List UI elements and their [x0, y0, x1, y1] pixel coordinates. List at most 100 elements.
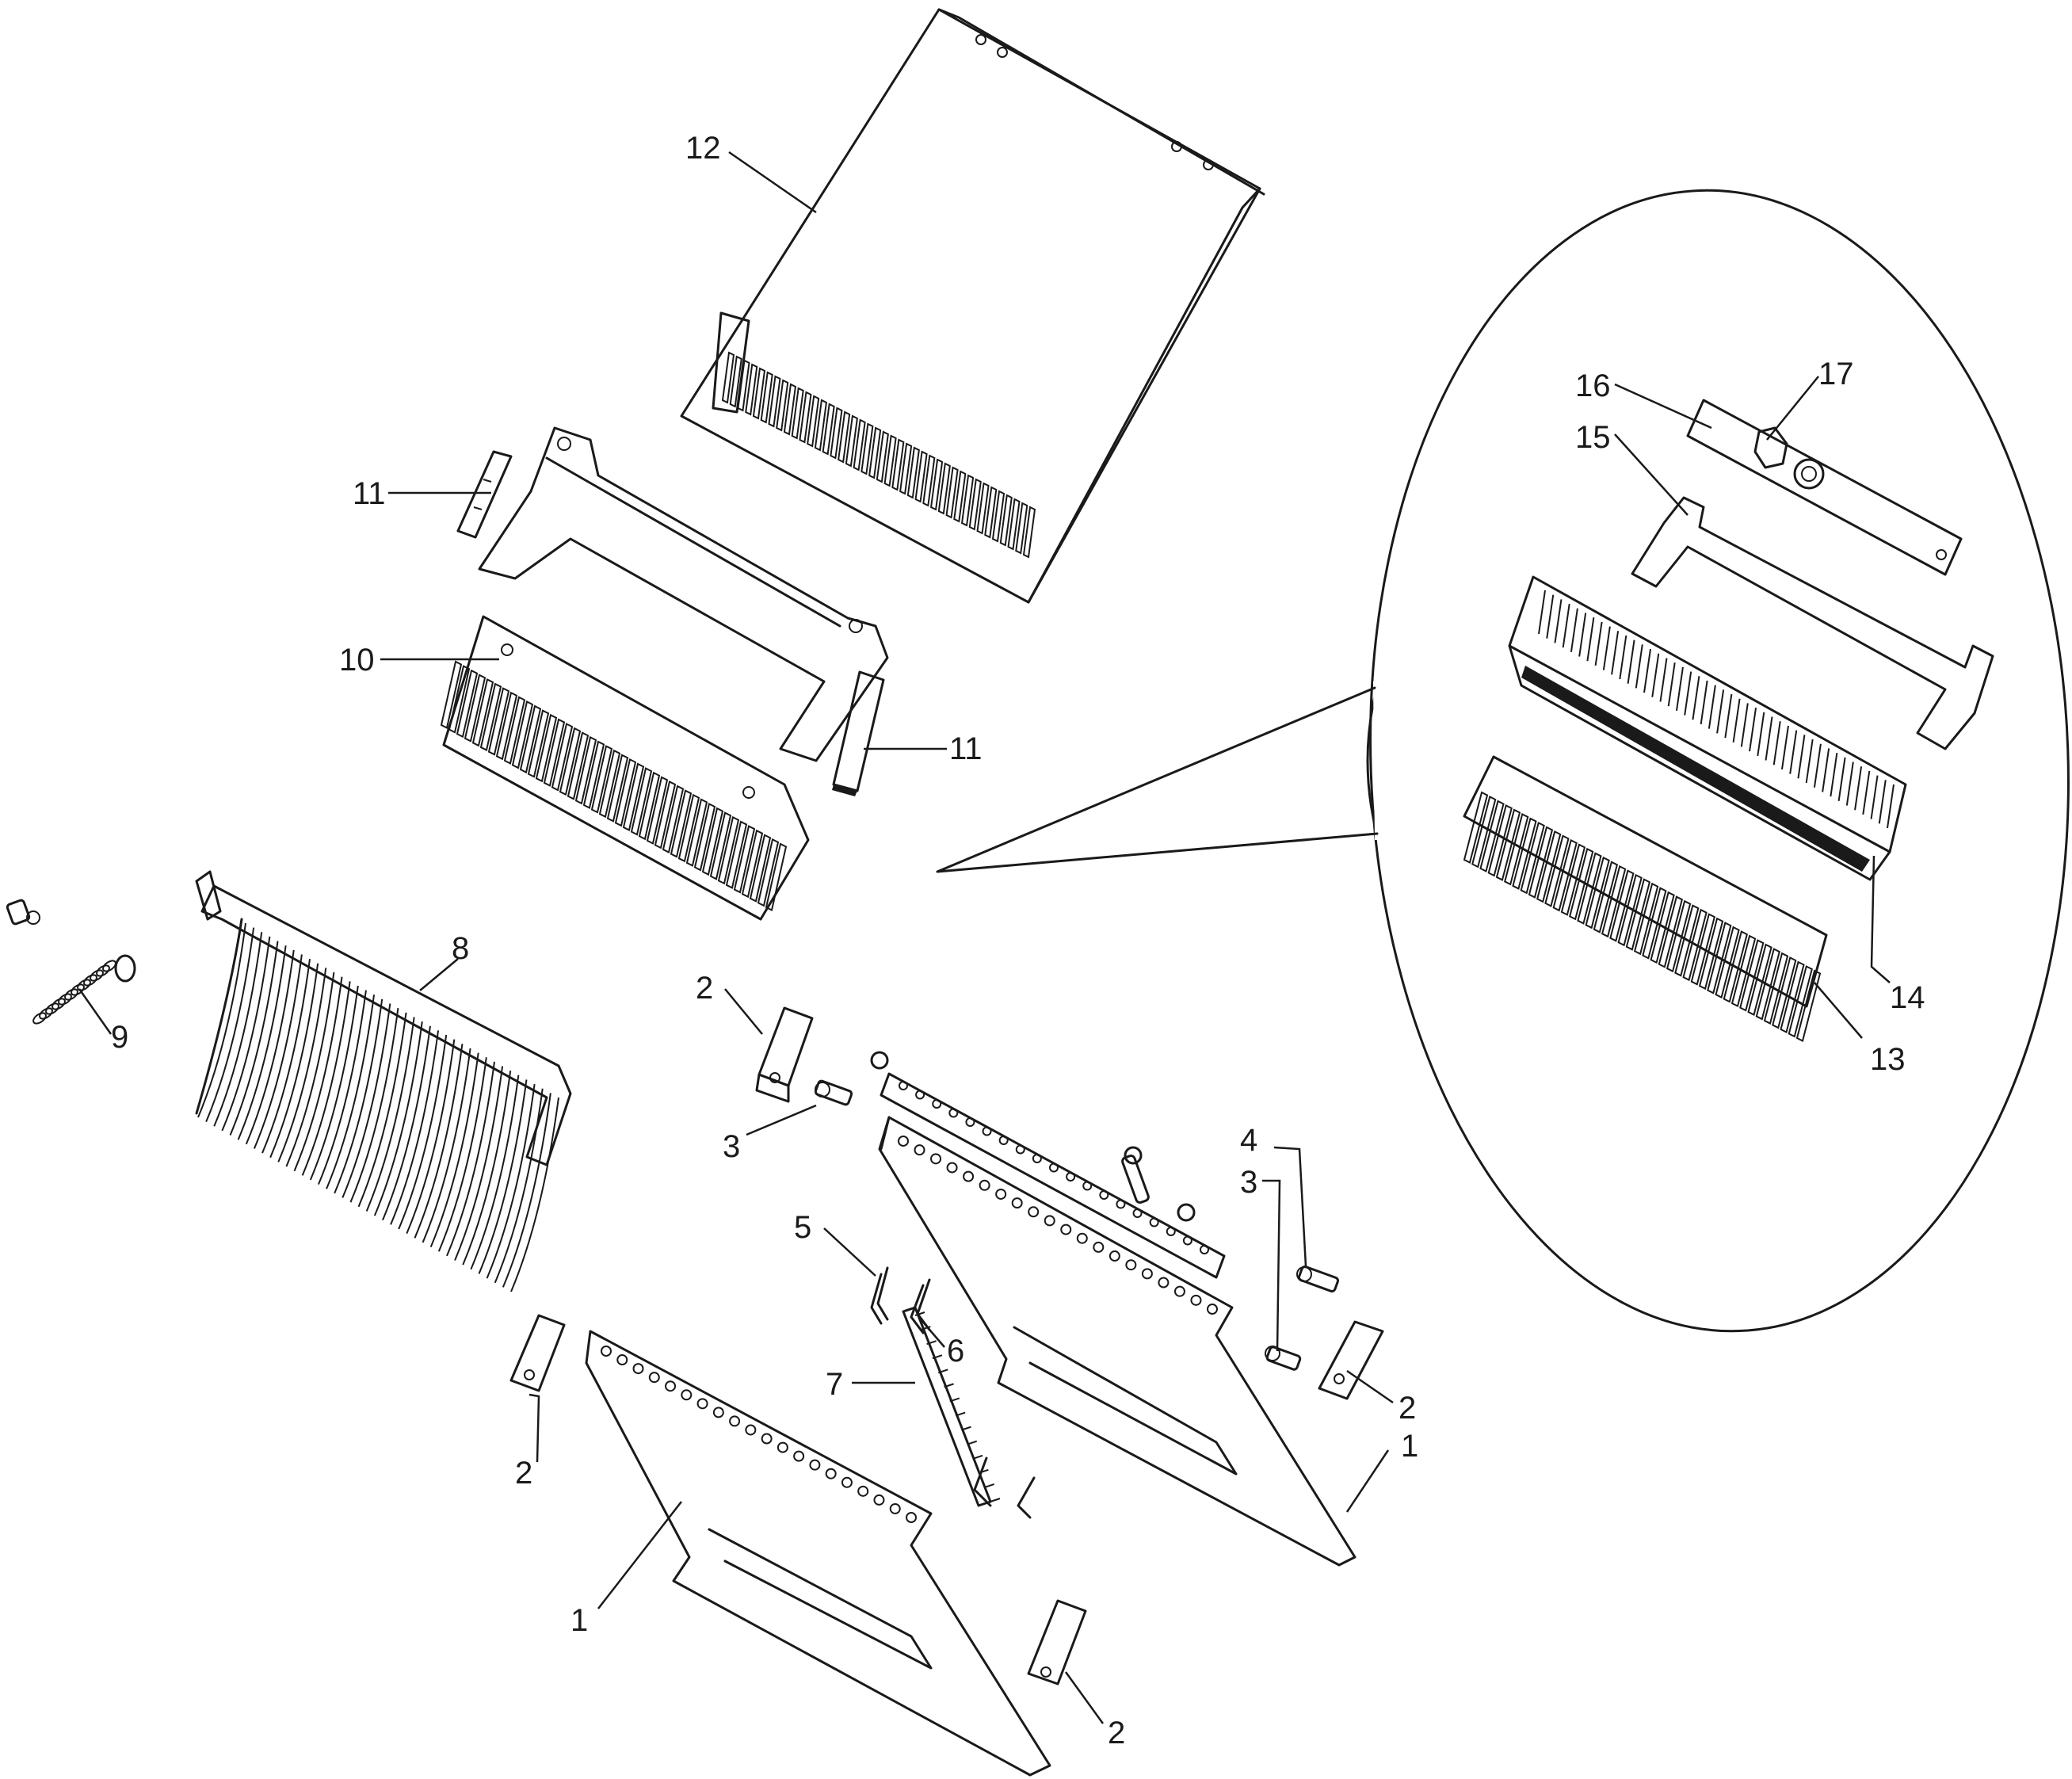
comb-tooth: [1666, 899, 1692, 973]
rack-tooth: [990, 1498, 1001, 1502]
comb-tooth: [991, 490, 1005, 543]
comb-tooth: [1479, 800, 1505, 872]
comb-tooth: [1739, 939, 1765, 1012]
part-9-spring: [6, 899, 136, 1025]
hole: [1132, 1208, 1143, 1218]
comb-tooth: [1568, 847, 1594, 921]
comb-tooth: [899, 442, 913, 495]
hole: [601, 1346, 612, 1357]
spring-coil: [102, 960, 116, 972]
comb-tooth: [845, 414, 858, 468]
slot: [1789, 730, 1798, 774]
comb-tooth: [630, 767, 653, 836]
comb-tooth: [783, 383, 797, 436]
slot: [1805, 739, 1814, 784]
slot: [1862, 770, 1871, 815]
comb-tooth: [448, 665, 471, 734]
rack-tooth: [955, 1411, 966, 1417]
part-1-frame-right-holes: [898, 1136, 1218, 1315]
hole: [1099, 1190, 1109, 1200]
comb-tooth: [1772, 956, 1797, 1029]
part-7-rack: [902, 1306, 1001, 1507]
callout-11-left: 11: [353, 476, 491, 511]
comb-tooth: [1707, 922, 1732, 994]
slot: [1684, 671, 1692, 716]
comb-tooth: [1463, 791, 1489, 864]
comb-tooth: [487, 687, 510, 756]
hole: [1082, 1181, 1093, 1191]
hole: [979, 1179, 990, 1191]
hole: [681, 1389, 693, 1401]
comb-tooth: [559, 727, 582, 796]
part-13-comb: [1463, 755, 1828, 1042]
hole: [1032, 1154, 1042, 1163]
slot: [1854, 766, 1863, 811]
part-17-nut: [1753, 426, 1825, 490]
spring-coil: [52, 998, 66, 1010]
comb-tooth: [922, 454, 936, 507]
comb-tooth: [906, 446, 920, 499]
rack-tooth: [949, 1397, 960, 1403]
curved-comb-tooth: [357, 1012, 407, 1208]
comb-tooth: [1795, 969, 1822, 1042]
hole: [906, 1512, 917, 1523]
comb-tooth: [984, 486, 998, 539]
slot: [1772, 721, 1781, 765]
slot: [1651, 653, 1660, 697]
callout-13: 13: [1814, 982, 1906, 1077]
part-9-spring-coils: [32, 960, 116, 1025]
spring-coil: [96, 964, 110, 977]
curved-comb-tooth: [422, 1048, 471, 1243]
comb-tooth: [752, 367, 766, 420]
callout-label-2-c: 2: [515, 1456, 532, 1491]
comb-tooth: [929, 458, 944, 511]
callout-label-3-b: 3: [1240, 1165, 1257, 1200]
comb-tooth: [876, 430, 889, 483]
comb-tooth: [968, 478, 982, 531]
comb-tooth: [1495, 808, 1521, 881]
slot: [1749, 707, 1757, 752]
hole: [1066, 1172, 1076, 1182]
curved-comb-tooth: [221, 936, 271, 1132]
curved-comb-tooth: [213, 932, 263, 1127]
rack-tooth: [984, 1483, 995, 1488]
slot: [1813, 743, 1822, 788]
curved-comb-tooth: [245, 949, 295, 1145]
comb-tooth: [654, 780, 677, 849]
callout-label-13: 13: [1870, 1042, 1906, 1077]
curved-comb-tooth: [253, 954, 303, 1149]
perforated-strip-holes: [899, 1081, 1209, 1254]
part-10-comb-assembly: [440, 615, 810, 921]
comb-tooth: [1780, 960, 1805, 1033]
comb-tooth: [1658, 895, 1684, 968]
slot: [1716, 689, 1725, 734]
hole: [889, 1502, 901, 1514]
slot: [1611, 631, 1620, 675]
comb-tooth: [999, 494, 1013, 547]
part-8-curved-comb-plate: [195, 870, 572, 1292]
hole: [1015, 1144, 1025, 1155]
comb-tooth: [622, 762, 645, 831]
slot: [1659, 658, 1668, 702]
hole: [729, 1415, 741, 1427]
hole: [1190, 1294, 1202, 1306]
comb-tooth: [464, 674, 487, 743]
curved-comb-tooth: [414, 1044, 464, 1239]
slot: [1765, 716, 1773, 761]
comb-tooth: [511, 701, 534, 769]
spring-coil: [64, 988, 78, 1001]
slot: [1562, 603, 1570, 648]
curved-comb-tooth: [382, 1025, 431, 1221]
comb-tooth: [737, 359, 750, 412]
comb-tooth: [1512, 817, 1537, 890]
callout-11-right: 11: [864, 731, 983, 766]
callout-14: 14: [1870, 855, 1925, 1015]
callout-label-6: 6: [947, 1334, 964, 1369]
hole: [1076, 1232, 1088, 1244]
hole: [1044, 1215, 1055, 1227]
part-8-comb-teeth: [197, 922, 559, 1292]
comb-tooth: [582, 740, 605, 809]
comb-tooth: [1585, 856, 1610, 930]
comb-tooth: [776, 379, 789, 432]
rack-tooth: [914, 1311, 925, 1316]
